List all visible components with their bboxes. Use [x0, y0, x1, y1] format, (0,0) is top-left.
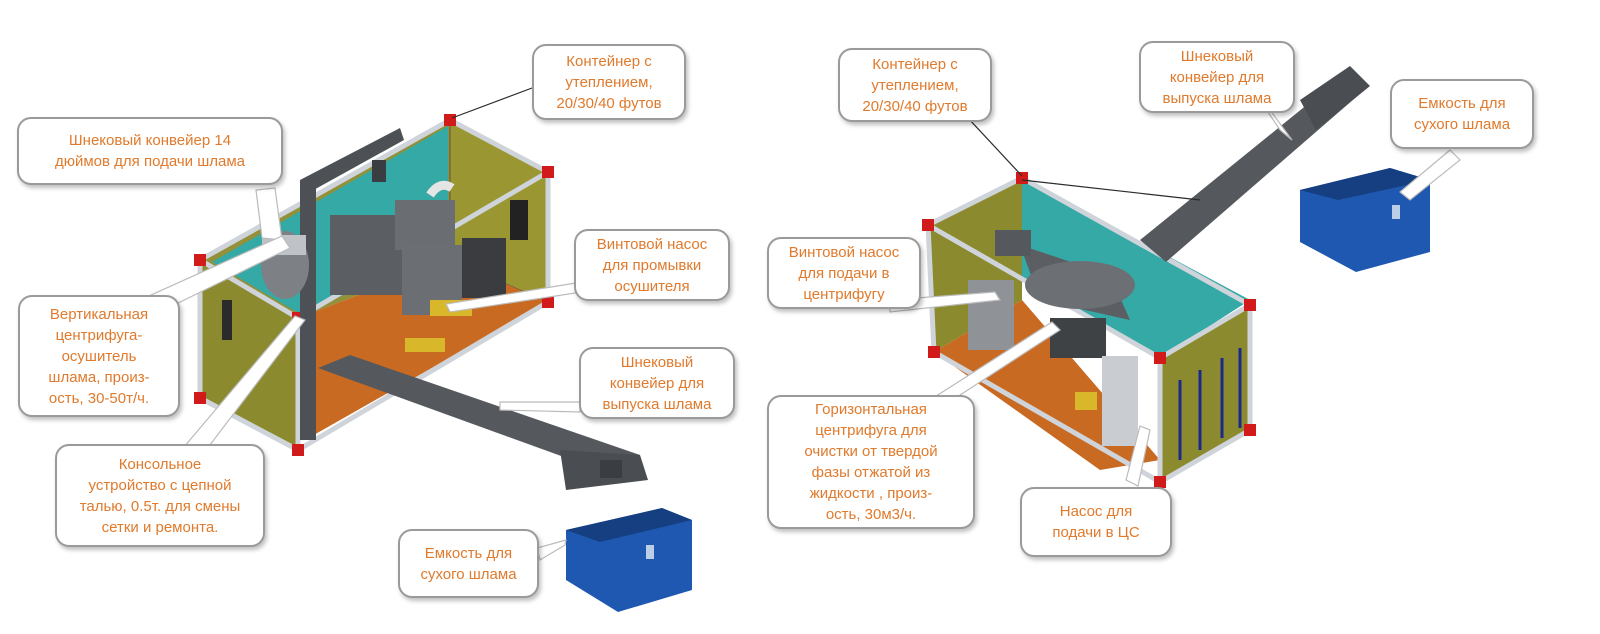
right-discharge-conveyor: [1140, 78, 1362, 262]
left-conveyor-motor: [600, 460, 622, 478]
corner-block: [928, 346, 940, 358]
corner-block: [922, 219, 934, 231]
corner-block: [542, 296, 554, 308]
corner-block: [194, 254, 206, 266]
left-screen: [462, 238, 506, 298]
hoist-chain-block: [372, 160, 386, 182]
hoist-boom: [300, 128, 404, 192]
left-leader-lines: [138, 87, 583, 561]
corner-block: [1244, 424, 1256, 436]
right-container-front-wall: [1160, 305, 1250, 482]
left-container-window: [222, 300, 232, 340]
pipe: [426, 180, 455, 198]
wash-pump: [405, 338, 445, 352]
hoist-mast: [300, 180, 316, 440]
corner-block: [1016, 172, 1028, 184]
corner-block: [542, 166, 554, 178]
feed-pump: [995, 230, 1031, 256]
corner-block: [292, 444, 304, 456]
right-container-unit: [922, 66, 1370, 488]
corner-block: [1154, 352, 1166, 364]
right-dry-bin: [1300, 168, 1430, 272]
horizontal-centrifuge-drum: [1025, 261, 1135, 309]
corner-block: [1244, 299, 1256, 311]
right-conveyor-head: [1300, 66, 1370, 130]
corner-block: [444, 114, 456, 126]
left-discharge-conveyor: [318, 355, 640, 478]
control-cabinet: [968, 280, 1014, 350]
pump-yellow: [1075, 392, 1097, 410]
corner-block: [194, 392, 206, 404]
left-container-window: [510, 200, 528, 240]
left-motor: [395, 200, 455, 250]
screen-frame: [1050, 318, 1106, 358]
left-container-unit: [194, 114, 648, 490]
left-dry-bin: [566, 508, 692, 612]
corner-block: [1154, 476, 1166, 488]
cs-pump-housing: [1102, 356, 1138, 446]
